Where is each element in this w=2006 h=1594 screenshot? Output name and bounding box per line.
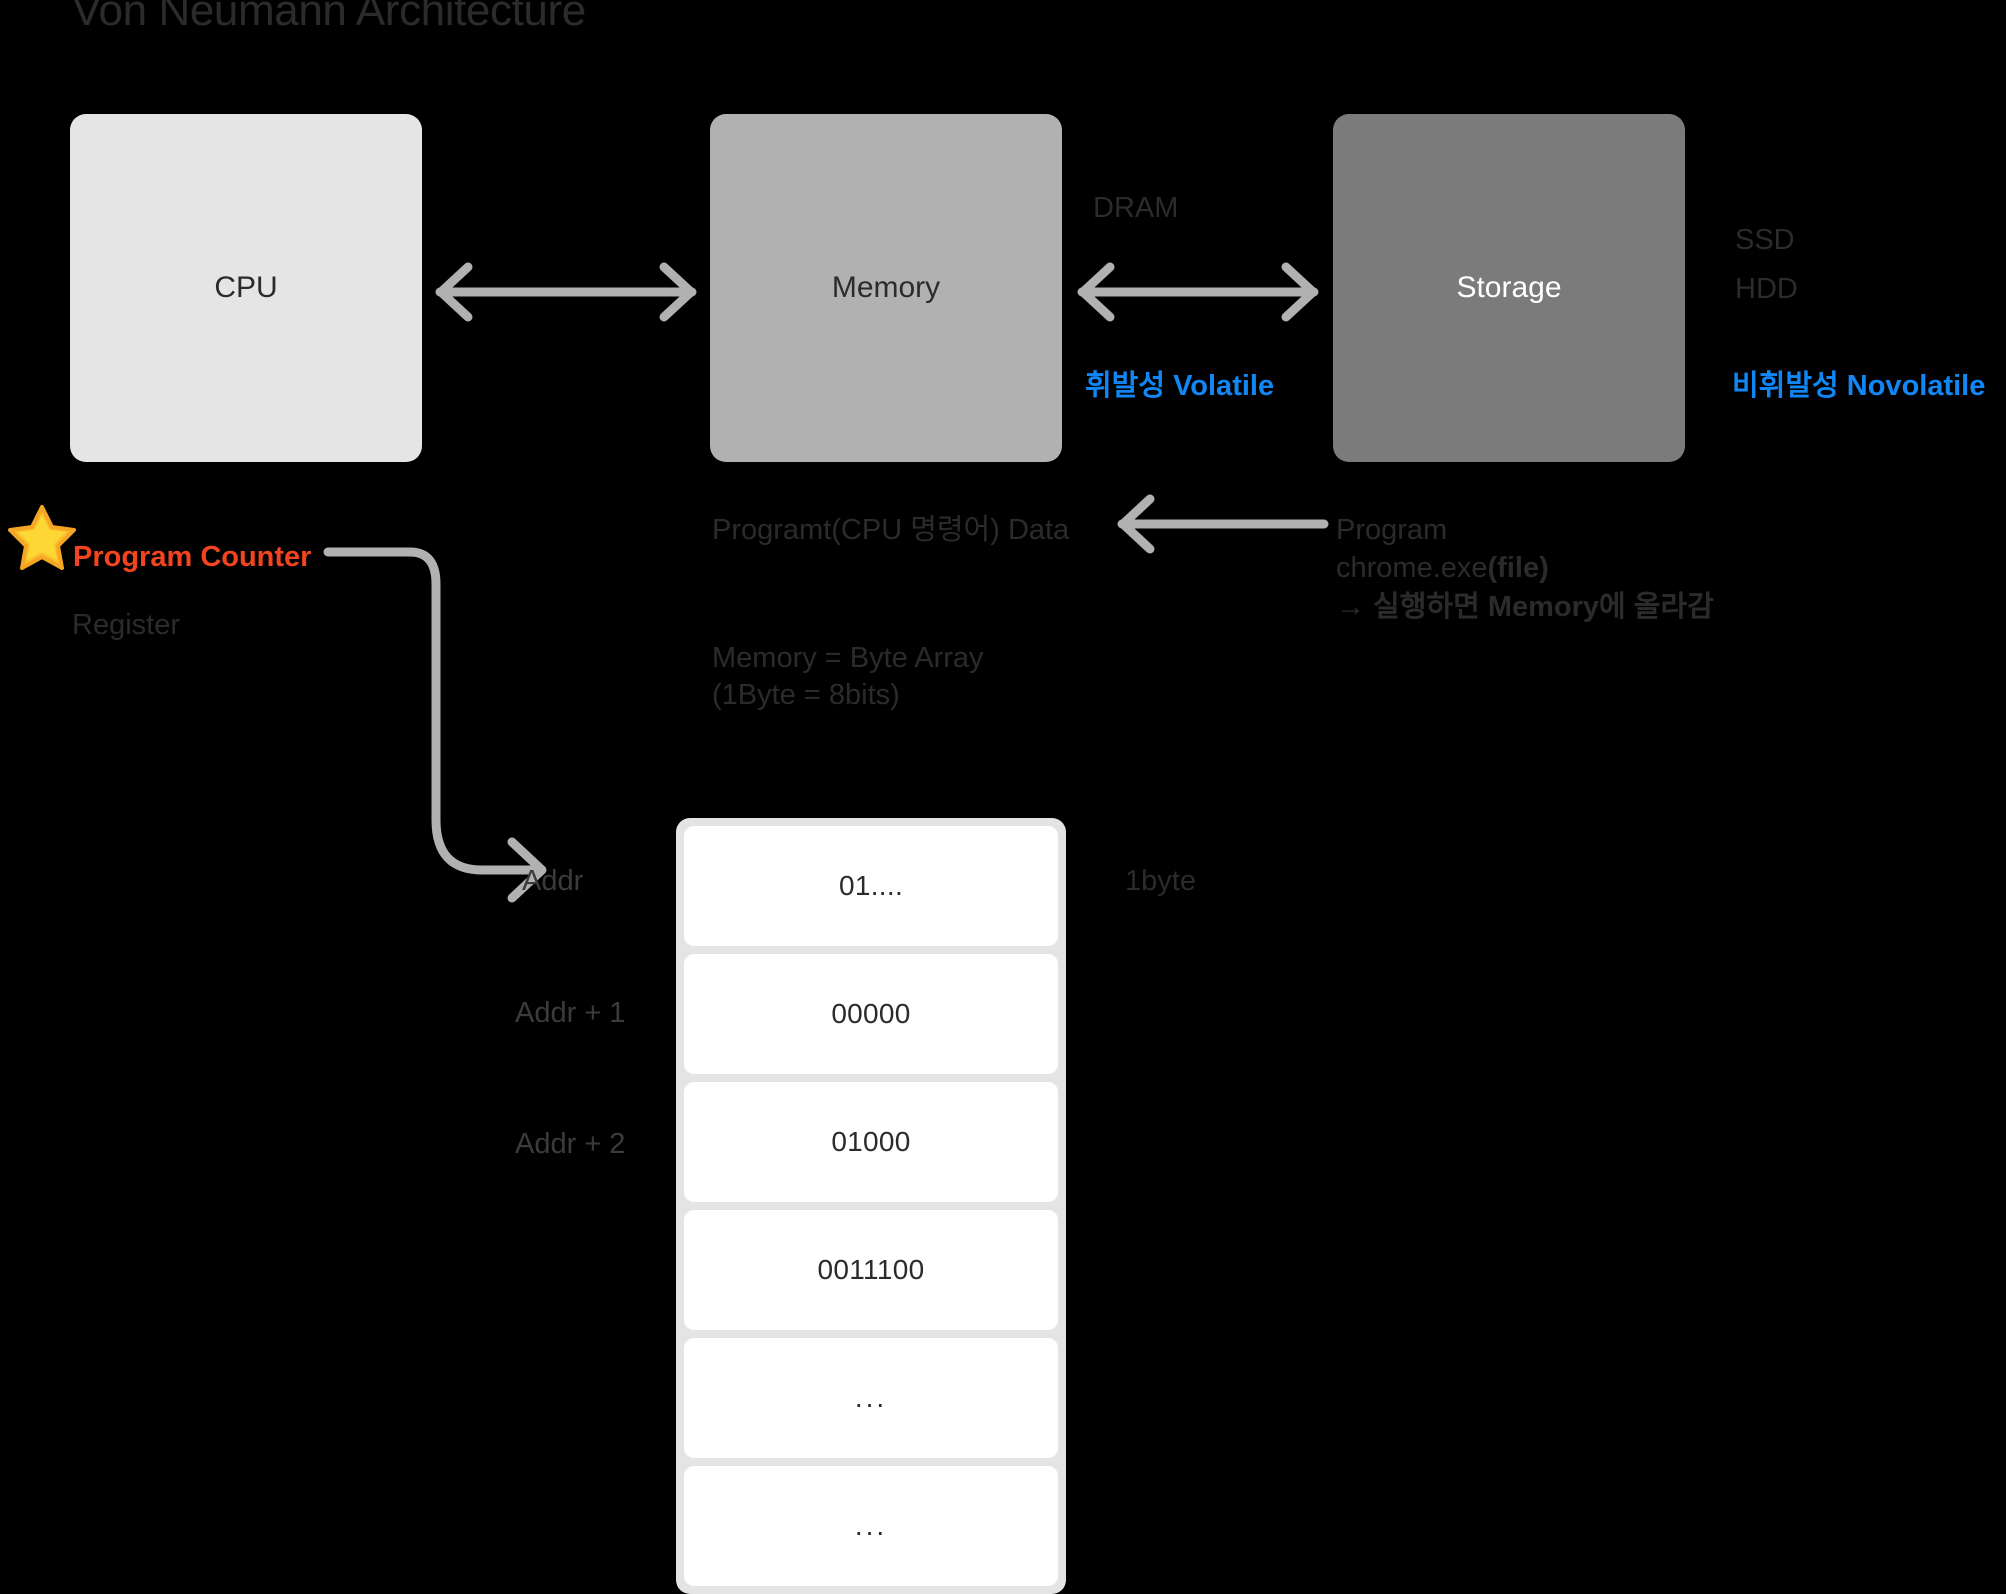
ssd-label: SSD <box>1735 224 1795 256</box>
memory-cell: 00000 <box>684 954 1058 1074</box>
storage-block-label: Storage <box>1456 271 1562 304</box>
memory-storage-bidirectional-arrow <box>1077 262 1319 322</box>
memory-cell: 01000 <box>684 1082 1058 1202</box>
storage-to-memory-arrow <box>1117 494 1329 554</box>
memory-cell: ... <box>684 1338 1058 1458</box>
memory-cell: ... <box>684 1466 1058 1586</box>
cpu-block: CPU <box>70 114 422 462</box>
hdd-label: HDD <box>1735 273 1798 305</box>
cpu-block-label: CPU <box>214 271 278 304</box>
program-counter-label: Program Counter <box>73 541 312 573</box>
memory-cell: 01.... <box>684 826 1058 946</box>
byte-size-label: 1byte <box>1125 865 1196 897</box>
program-data-label: Programt(CPU 명령어) Data <box>712 514 1070 546</box>
memory-block-label: Memory <box>831 271 941 304</box>
storage-block: Storage <box>1333 114 1685 462</box>
memory-cell-stack: 01.... 00000 01000 0011100 ... ... <box>676 818 1066 1594</box>
memory-cell: 0011100 <box>684 1210 1058 1330</box>
volatile-label: 휘발성 Volatile <box>1085 370 1275 402</box>
program-file-tag: (file) <box>1487 552 1549 585</box>
program-note-line-1: Program <box>1336 514 1448 546</box>
page-title: Von Neumann Architecture <box>72 0 586 35</box>
cpu-memory-bidirectional-arrow <box>435 262 697 322</box>
addr-label-1: Addr + 1 <box>515 997 626 1029</box>
program-note-line-2: chrome.exe(file) <box>1336 549 1714 587</box>
dram-label: DRAM <box>1093 192 1179 224</box>
memory-block: Memory <box>710 114 1062 462</box>
byte-array-line-2: (1Byte = 8bits) <box>712 678 900 711</box>
register-label: Register <box>72 609 180 641</box>
addr-label-2: Addr + 2 <box>515 1128 626 1160</box>
program-note-line-3: → 실행하면 Memory에 올라감 <box>1336 590 1714 623</box>
program-counter-to-addr-arrow <box>323 547 547 903</box>
byte-array-note: Memory = Byte Array (1Byte = 8bits) <box>712 640 984 714</box>
addr-label-0: Addr <box>522 865 584 897</box>
program-load-note: Program chrome.exe(file) → 실행하면 Memory에 … <box>1336 511 1714 626</box>
byte-array-line-1: Memory = Byte Array <box>712 642 984 674</box>
program-filename: chrome.exe <box>1336 552 1488 585</box>
star-icon <box>8 505 76 570</box>
novolatile-label: 비휘발성 Novolatile <box>1732 370 1986 402</box>
